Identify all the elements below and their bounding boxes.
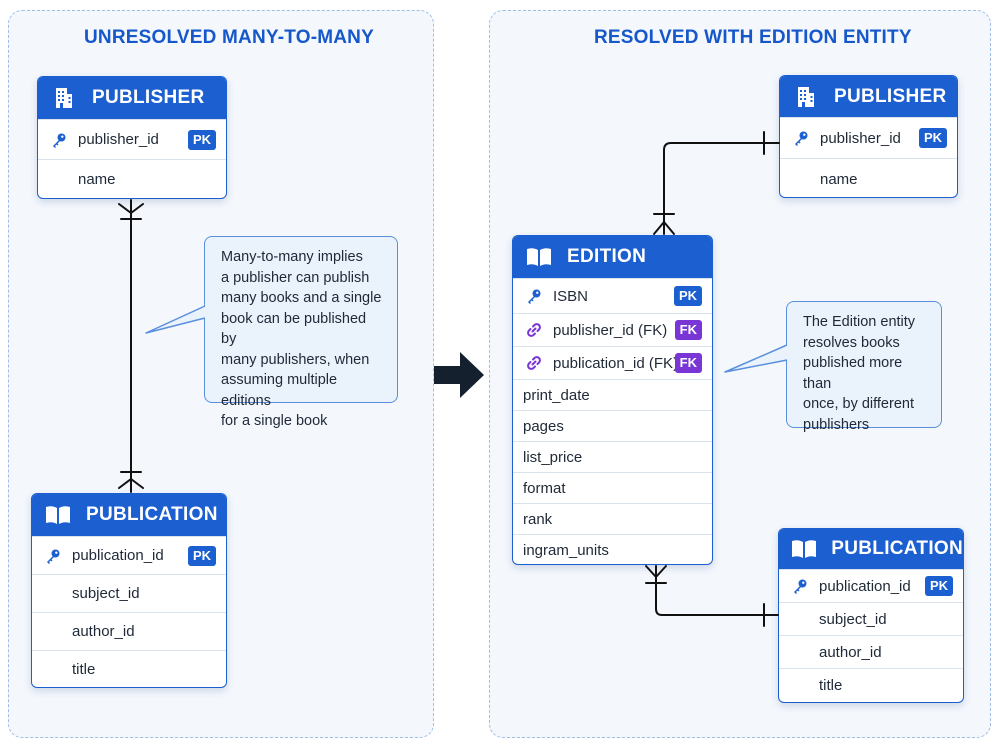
building-icon [792,85,820,109]
right-publication-entity[interactable]: PUBLICATION publication_id PK subject_id… [778,528,964,703]
right-publisher-row-publisher-id[interactable]: publisher_id PK [780,117,957,158]
field-label: title [72,660,96,678]
note-line: published more than [803,355,903,392]
note-line: resolves books [803,334,900,351]
field-label: subject_id [819,610,887,628]
field-label: author_id [72,623,135,640]
field-label: publication_id (FK) [553,354,679,372]
left-publisher-header: PUBLISHER [38,77,226,119]
link-icon [523,355,545,371]
field-label: list_price [523,448,583,466]
left-publisher-entity[interactable]: PUBLISHER publisher_id PK name [37,76,227,199]
field-label: publisher_id (FK) [553,321,668,339]
pk-badge: PK [924,576,953,596]
key-icon [790,130,812,146]
left-panel-title: UNRESOLVED MANY-TO-MANY [84,27,374,48]
fk-badge: FK [674,320,702,340]
note-line: many publishers, when [221,351,370,368]
note-line: many books and a single [221,290,382,306]
edition-row-pages[interactable]: pages [513,410,712,441]
note-line: Many-to-many implies [221,249,363,265]
note-line: once, by different [803,396,914,412]
field-label: name [820,170,858,188]
edition-row-publication-id-fk[interactable]: publication_id (FK) FK [513,346,712,379]
right-publisher-header: PUBLISHER [780,76,957,117]
fk-badge: FK [674,353,702,373]
pk-badge: PK [187,545,216,566]
edition-row-publisher-id-fk[interactable]: publisher_id (FK) FK [513,313,712,346]
right-panel-title: RESOLVED WITH EDITION ENTITY [594,27,912,48]
pk-badge: PK [918,128,947,148]
note-line: The Edition entity [803,314,916,330]
note-line: assuming multiple editions [221,372,338,409]
left-publisher-title: PUBLISHER [92,87,205,108]
right-publication-row-author-id[interactable]: author_id [779,635,963,668]
left-publication-row-publication-id[interactable]: publication_id PK [32,536,226,574]
edition-row-rank[interactable]: rank [513,503,712,534]
left-publication-row-title[interactable]: title [32,650,226,687]
field-label: name [78,171,116,188]
key-icon [789,578,811,594]
field-label: publication_id [819,577,911,595]
right-note-callout: The Edition entity resolves books publis… [786,301,942,433]
field-label: ingram_units [523,541,609,559]
left-publication-row-subject-id[interactable]: subject_id [32,574,226,612]
key-icon [48,132,70,148]
left-publisher-row-publisher-id[interactable]: publisher_id PK [38,119,226,159]
field-label: print_date [523,386,590,404]
edition-row-print-date[interactable]: print_date [513,379,712,410]
note-line: publishers [803,416,870,433]
field-label: pages [523,417,564,435]
edition-entity[interactable]: EDITION ISBN PK publisher_id (FK) FK pub… [512,235,713,565]
key-icon [523,288,545,304]
book-icon [525,245,553,269]
edition-row-isbn[interactable]: ISBN PK [513,278,712,313]
field-label: ISBN [553,287,589,305]
note-line: book can be published by [221,310,367,348]
field-label: rank [523,510,553,528]
link-icon [523,322,545,338]
right-publisher-row-name[interactable]: name [780,158,957,197]
field-label: publisher_id [78,131,159,148]
edition-row-ingram-units[interactable]: ingram_units [513,534,712,564]
left-publication-row-author-id[interactable]: author_id [32,612,226,650]
book-icon [791,537,817,561]
key-icon [42,548,64,564]
right-publication-row-subject-id[interactable]: subject_id [779,602,963,635]
left-publisher-row-name[interactable]: name [38,159,226,198]
right-publication-header: PUBLICATION [779,529,963,569]
left-publication-entity[interactable]: PUBLICATION publication_id PK subject_id… [31,493,227,688]
book-icon [44,503,72,527]
right-publication-row-publication-id[interactable]: publication_id PK [779,569,963,602]
field-label: publisher_id [820,129,901,147]
right-publication-title: PUBLICATION [831,538,963,559]
pk-badge: PK [673,286,702,306]
left-publication-title: PUBLICATION [86,504,218,525]
field-label: publication_id [72,547,164,564]
edition-row-list-price[interactable]: list_price [513,441,712,472]
right-publication-row-title[interactable]: title [779,668,963,701]
left-publication-header: PUBLICATION [32,494,226,536]
left-note-callout: Many-to-many implies a publisher can pub… [204,236,398,429]
edition-row-format[interactable]: format [513,472,712,503]
right-publisher-entity[interactable]: PUBLISHER publisher_id PK name [779,75,958,198]
edition-header: EDITION [513,236,712,278]
note-line: a publisher can publish [221,269,370,286]
right-arrow-icon [434,352,484,398]
right-publisher-title: PUBLISHER [834,85,947,107]
field-label: format [523,479,566,497]
field-label: author_id [819,643,882,661]
field-label: title [819,676,843,694]
note-line: for a single book [221,413,328,429]
pk-badge: PK [187,129,216,150]
field-label: subject_id [72,585,140,602]
building-icon [50,86,78,110]
edition-title: EDITION [567,246,647,267]
